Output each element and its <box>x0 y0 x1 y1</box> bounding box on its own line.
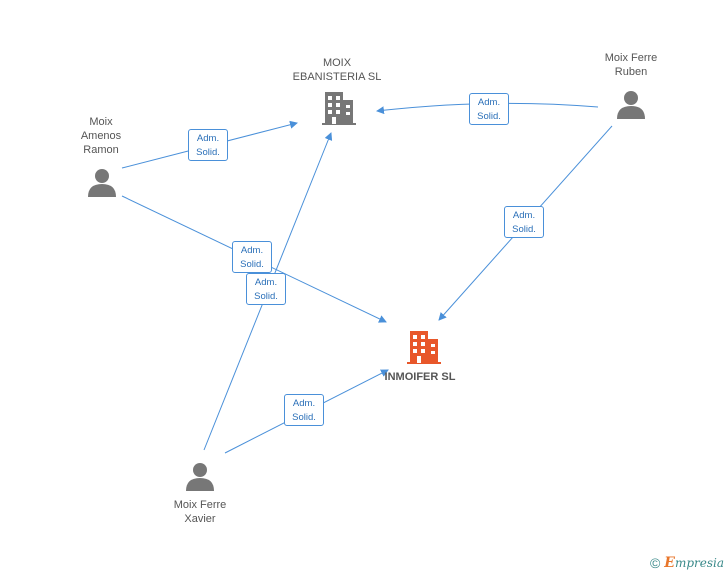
building-icon[interactable] <box>322 92 356 125</box>
edge-label-ruben-ebanisteria: Adm. Solid. <box>469 93 509 125</box>
building-icon-main[interactable] <box>407 331 441 364</box>
brand-logo: Empresia <box>664 555 724 571</box>
person-icon-ruben[interactable] <box>617 91 645 119</box>
person-label-xavier[interactable]: Moix Ferre Xavier <box>173 499 227 525</box>
person-icon-xavier[interactable] <box>186 463 214 491</box>
footer-brand: © Empresia <box>650 555 724 571</box>
person-label-ruben[interactable]: Moix Ferre Ruben <box>604 52 658 78</box>
company-label-inmoifer[interactable]: INMOIFER SL <box>384 371 456 383</box>
edge-label-xavier-ebanisteria: Adm. Solid. <box>246 273 286 305</box>
edge-label-ramon-ebanisteria: Adm. Solid. <box>188 129 228 161</box>
person-label-ramon[interactable]: Moix Amenos Ramon <box>80 116 122 156</box>
company-label-ebanisteria[interactable]: MOIX EBANISTERIA SL <box>292 57 382 83</box>
copyright-icon: © <box>649 555 661 571</box>
person-icon-ramon[interactable] <box>88 169 116 197</box>
edge-label-ramon-inmoifer: Adm. Solid. <box>232 241 272 273</box>
edge-label-xavier-inmoifer: Adm. Solid. <box>284 394 324 426</box>
edge-label-ruben-inmoifer: Adm. Solid. <box>504 206 544 238</box>
